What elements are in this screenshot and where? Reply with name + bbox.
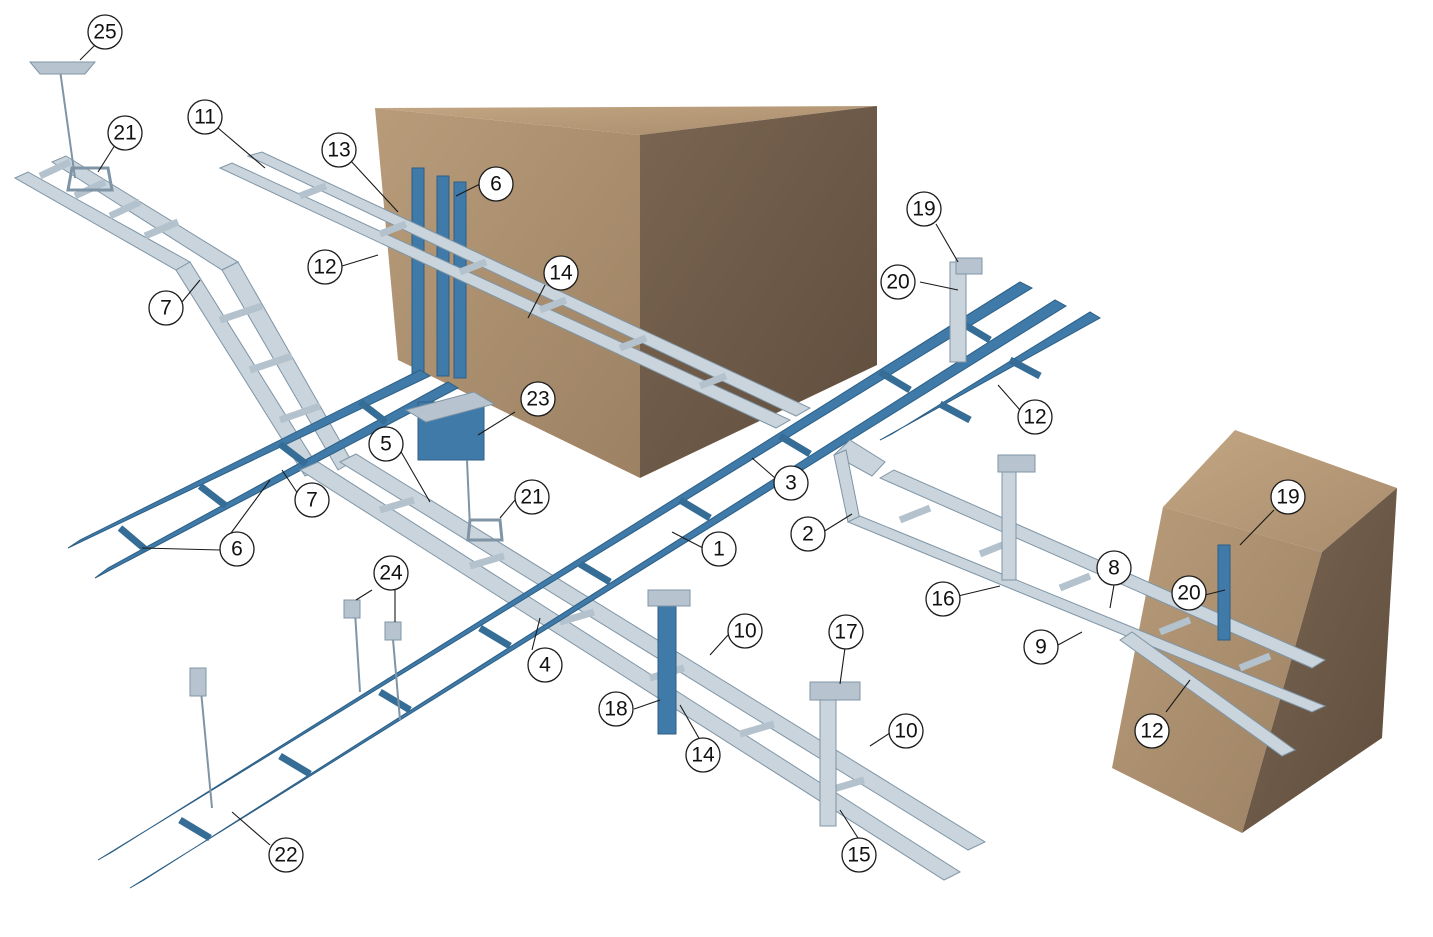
callout-20a: 20 [880,264,916,300]
svg-text:5: 5 [380,433,392,456]
ladder-main-blue [97,281,1067,889]
hangers-and-posts [28,61,1231,827]
callout-16: 16 [925,581,961,617]
svg-text:6: 6 [490,173,502,196]
svg-text:9: 9 [1035,636,1047,659]
callout-21a: 21 [107,115,143,151]
ladder-right-upper [879,311,1102,441]
svg-text:2: 2 [802,523,814,546]
svg-text:10: 10 [894,720,917,743]
callout-18: 18 [598,691,634,727]
callout-2: 2 [790,516,826,552]
ladder-top-left [13,155,353,477]
callout-23: 23 [520,381,556,417]
svg-text:15: 15 [847,844,870,867]
callout-12c: 12 [1134,713,1170,749]
callout-19a: 19 [906,191,942,227]
callout-12b: 12 [1017,399,1053,435]
svg-text:8: 8 [1108,557,1120,580]
callout-1: 1 [701,531,737,567]
callout-19b: 19 [1270,479,1306,515]
svg-text:12: 12 [313,256,336,279]
callout-7a: 7 [148,290,184,326]
svg-text:16: 16 [931,588,954,611]
svg-text:7: 7 [160,297,172,320]
svg-text:24: 24 [379,562,403,585]
callout-10a: 10 [727,613,763,649]
ladder-main-light [298,453,987,881]
svg-text:18: 18 [604,698,627,721]
svg-text:20: 20 [1177,582,1200,605]
svg-text:10: 10 [733,620,756,643]
svg-text:19: 19 [912,198,935,221]
callout-15: 15 [841,837,877,873]
svg-text:1: 1 [713,538,725,561]
callout-11: 11 [187,99,223,135]
callout-6a: 6 [478,166,514,202]
svg-text:22: 22 [274,844,297,867]
callout-10b: 10 [888,713,924,749]
ladder-top-long [218,151,812,429]
svg-text:4: 4 [539,654,551,677]
callout-4: 4 [527,647,563,683]
svg-text:21: 21 [113,122,136,145]
svg-text:19: 19 [1276,486,1299,509]
callout-14b: 14 [685,737,721,773]
svg-text:7: 7 [306,489,318,512]
callout-13: 13 [321,132,357,168]
svg-text:12: 12 [1140,720,1163,743]
callout-25: 25 [87,14,123,50]
callout-6b: 6 [219,531,255,567]
svg-text:21: 21 [520,486,543,509]
svg-text:17: 17 [834,621,857,644]
svg-text:12: 12 [1023,406,1046,429]
ladder-left-blue [67,369,460,579]
svg-text:20: 20 [886,271,909,294]
callout-14a: 14 [543,255,579,291]
svg-text:6: 6 [231,538,243,561]
callout-3: 3 [773,465,809,501]
callout-24: 24 [373,555,409,591]
svg-text:25: 25 [93,21,116,44]
svg-text:14: 14 [549,262,573,285]
callout-22: 22 [268,837,304,873]
callout-8: 8 [1096,550,1132,586]
svg-text:23: 23 [526,388,549,411]
callout-21b: 21 [514,479,550,515]
svg-text:14: 14 [691,744,715,767]
svg-text:11: 11 [194,106,216,129]
callout-5: 5 [368,426,404,462]
callout-7b: 7 [294,482,330,518]
callout-20b: 20 [1171,575,1207,611]
callout-17: 17 [828,614,864,650]
wall-support-channels [411,167,467,379]
svg-text:3: 3 [785,472,797,495]
leader-lines [79,44,1275,846]
callout-12a: 12 [307,249,343,285]
svg-text:13: 13 [327,139,350,162]
callout-9: 9 [1023,629,1059,665]
